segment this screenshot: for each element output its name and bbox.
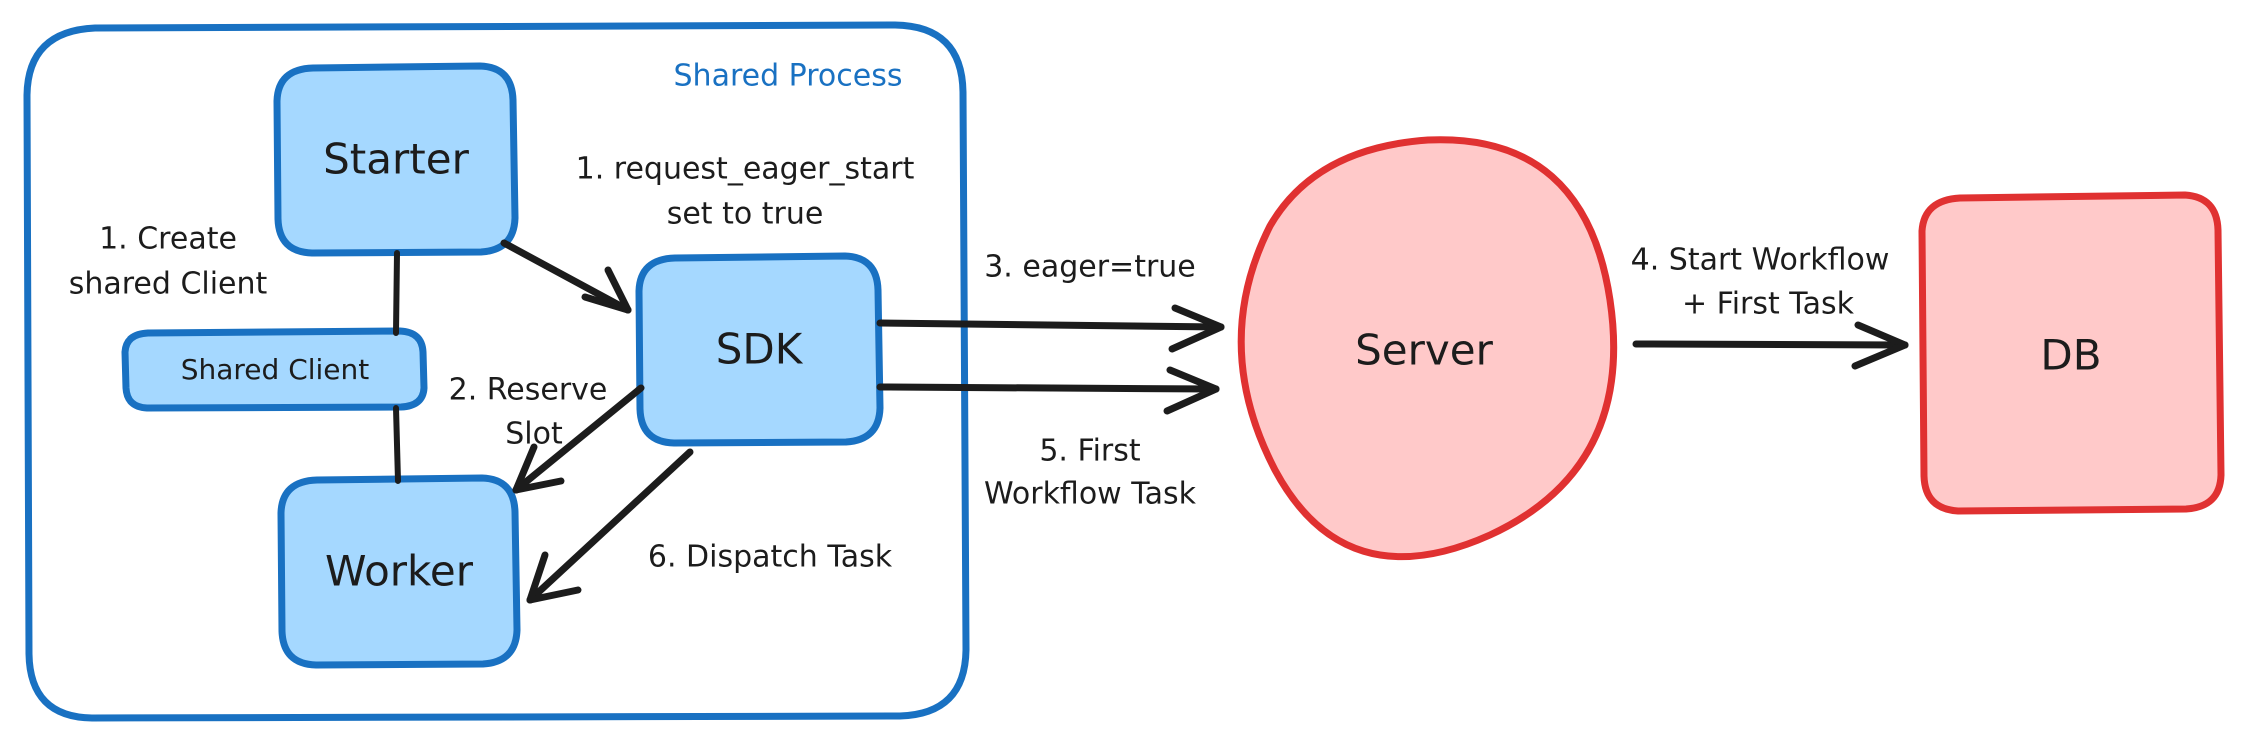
worker-label: Worker	[325, 547, 474, 596]
shared-client-label: Shared Client	[181, 353, 370, 386]
arrow-1-head-a	[581, 293, 632, 314]
arrow-5-shaft	[876, 383, 1220, 393]
request-eager-start-line1: 1. request_eager_start	[576, 152, 915, 187]
server-label: Server	[1355, 326, 1493, 375]
worker-fill	[281, 478, 517, 665]
first-workflow-task-line2: Workflow Task	[984, 477, 1197, 512]
arrow-4-head-b	[1851, 341, 1909, 370]
start-workflow-line1: 4. Start Workflow	[1631, 243, 1890, 278]
connector-shared-client-worker	[393, 405, 401, 484]
sdk-fill	[639, 256, 880, 443]
request-eager-start-line2: set to true	[667, 197, 824, 232]
shared-process-group: Shared Process	[23, 21, 970, 722]
dispatch-task-line1: 6. Dispatch Task	[648, 540, 893, 575]
create-shared-client-line2: shared Client	[69, 267, 268, 302]
label-create-shared-client: 1. Create shared Client	[69, 222, 268, 302]
arrow-3-shaft	[876, 319, 1225, 331]
start-workflow-line2: + First Task	[1682, 287, 1855, 322]
arrow-sdk-to-server-first-task	[876, 366, 1220, 415]
label-first-workflow-task: 5. First Workflow Task	[984, 434, 1197, 512]
arrow-3-head-a	[1171, 304, 1225, 331]
arrow-server-to-db	[1632, 321, 1909, 370]
arrow-6-shaft	[526, 448, 694, 604]
db-label: DB	[2040, 331, 2101, 380]
node-db[interactable]: DB	[1918, 191, 2225, 515]
arrow-sdk-to-server-eager	[876, 304, 1225, 353]
reserve-slot-line2: Slot	[505, 417, 563, 452]
arrow-5-head-a	[1166, 366, 1220, 393]
arrow-2-head-b	[512, 443, 538, 494]
arrow-2-shaft	[512, 384, 645, 494]
label-start-workflow: 4. Start Workflow + First Task	[1631, 243, 1890, 322]
eager-true-line1: 3. eager=true	[984, 250, 1196, 285]
node-shared-client[interactable]: Shared Client	[121, 327, 428, 412]
label-request-eager-start: 1. request_eager_start set to true	[576, 152, 915, 232]
arrow-6-head-b	[526, 551, 549, 604]
starter-shared-client-line	[393, 250, 400, 336]
connector-starter-shared-client	[393, 250, 400, 336]
db-fill	[1922, 195, 2221, 511]
shared-client-border	[121, 327, 428, 412]
server-border	[1237, 136, 1618, 561]
reserve-slot-line1: 2. Reserve	[449, 373, 608, 408]
create-shared-client-line1: 1. Create	[99, 222, 237, 257]
arrow-6-head-a	[526, 586, 582, 604]
arrow-2-head-a	[512, 477, 565, 494]
label-eager-true: 3. eager=true	[984, 250, 1196, 285]
node-server[interactable]: Server	[1237, 136, 1618, 561]
label-dispatch-task: 6. Dispatch Task	[648, 540, 893, 575]
arrow-4-shaft	[1632, 340, 1909, 349]
shared-client-worker-line	[393, 405, 401, 484]
shared-process-label: Shared Process	[674, 59, 903, 94]
node-sdk[interactable]: SDK	[635, 252, 884, 447]
shared-client-fill	[125, 331, 424, 408]
arrow-starter-to-sdk	[500, 239, 632, 314]
worker-border	[277, 474, 521, 669]
starter-label: Starter	[323, 135, 469, 184]
arrow-4-head-a	[1854, 321, 1909, 349]
node-worker[interactable]: Worker	[277, 474, 521, 669]
node-starter[interactable]: Starter	[273, 62, 519, 257]
arrow-sdk-to-worker-reserve	[512, 384, 645, 494]
label-reserve-slot: 2. Reserve Slot	[449, 373, 608, 452]
server-fill	[1241, 139, 1614, 557]
arrow-5-head-b	[1163, 385, 1220, 415]
arrow-3-head-b	[1168, 323, 1225, 353]
sdk-label: SDK	[716, 325, 804, 374]
db-border	[1918, 191, 2225, 515]
starter-fill	[277, 66, 515, 253]
sdk-border	[635, 252, 884, 447]
arrow-sdk-to-worker-dispatch	[526, 448, 694, 604]
shared-process-border	[23, 21, 970, 722]
arrow-1-shaft	[500, 239, 632, 314]
first-workflow-task-line1: 5. First	[1039, 434, 1141, 469]
arrow-1-head-b	[604, 266, 632, 314]
starter-border	[273, 62, 519, 257]
